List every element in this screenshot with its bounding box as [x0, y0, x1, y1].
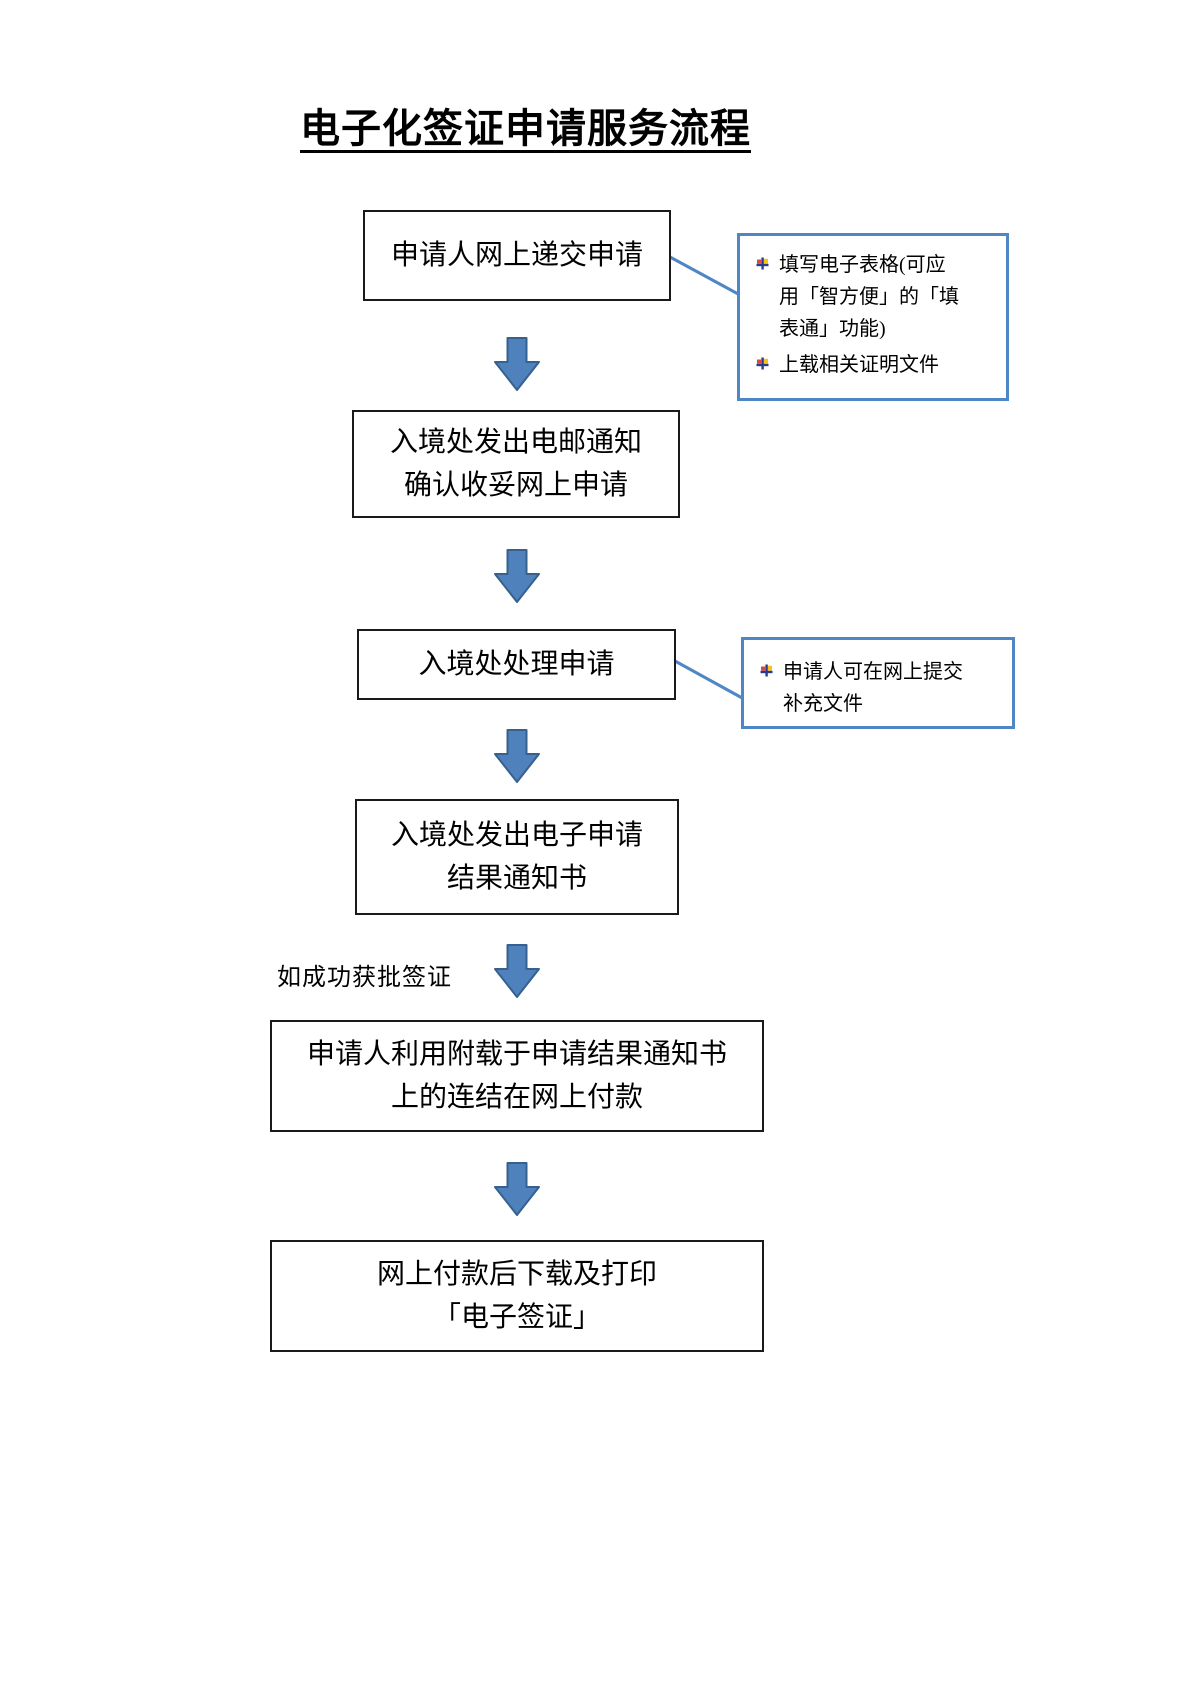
branch-condition-label: 如成功获批签证: [277, 965, 452, 991]
flow-step-4-box: 入境处发出电子申请 结果通知书: [355, 799, 679, 915]
flow-step-6-box: 网上付款后下载及打印 「电子签证」: [270, 1240, 764, 1352]
callout-box-1: 填写电子表格(可应 用「智方便」的「填 表通」功能) 上载相关证明文件: [737, 233, 1009, 401]
callout-box-2: 申请人可在网上提交 补充文件: [741, 637, 1015, 729]
flow-step-5-label-line-2: 上的连结在网上付款: [390, 1082, 643, 1113]
callout-2-item-1-text: 申请人可在网上提交 补充文件: [783, 661, 963, 715]
down-arrow-icon: [494, 1162, 540, 1216]
flow-step-3-box: 入境处处理申请: [357, 629, 676, 700]
flow-step-2-box: 入境处发出电邮通知 确认收妥网上申请: [352, 410, 680, 518]
connector-line-step1-callout1: [669, 255, 741, 297]
flow-step-2-label-line-1: 入境处发出电邮通知: [389, 426, 642, 458]
flow-step-4-label-line-1: 入境处发出电子申请: [390, 819, 643, 851]
down-arrow-icon: [494, 944, 540, 998]
four-color-cross-bullet-icon: [760, 664, 773, 682]
flow-step-5-box: 申请人利用附载于申请结果通知书 上的连结在网上付款: [270, 1020, 764, 1132]
four-color-cross-bullet-icon: [756, 257, 769, 275]
flow-step-6-label-line-2: 「电子签证」: [432, 1302, 601, 1333]
flow-step-1-box: 申请人网上递交申请: [363, 210, 671, 301]
flow-step-1-label: 申请人网上递交申请: [390, 239, 643, 271]
down-arrow-icon: [494, 549, 540, 603]
down-arrow-icon: [494, 337, 540, 391]
callout-2-item-1: 申请人可在网上提交 补充文件: [758, 656, 1002, 720]
flow-step-4-label-line-2: 结果通知书: [446, 863, 587, 894]
four-color-cross-bullet-icon: [756, 357, 769, 375]
flow-step-6-label-line-1: 网上付款后下载及打印: [376, 1258, 657, 1290]
callout-1-item-2: 上载相关证明文件: [754, 349, 996, 381]
flow-step-3-label: 入境处处理申请: [418, 648, 615, 680]
connector-line-step3-callout2: [674, 659, 745, 701]
flow-step-2-label-line-2: 确认收妥网上申请: [403, 470, 628, 501]
callout-1-item-1: 填写电子表格(可应 用「智方便」的「填 表通」功能): [754, 249, 996, 345]
flow-step-5-label-line-1: 申请人利用附载于申请结果通知书: [306, 1038, 727, 1070]
callout-1-item-1-text: 填写电子表格(可应 用「智方便」的「填 表通」功能): [779, 254, 959, 340]
callout-1-item-2-text: 上载相关证明文件: [779, 354, 939, 376]
page-title: 电子化签证申请服务流程: [300, 106, 751, 151]
down-arrow-icon: [494, 729, 540, 783]
